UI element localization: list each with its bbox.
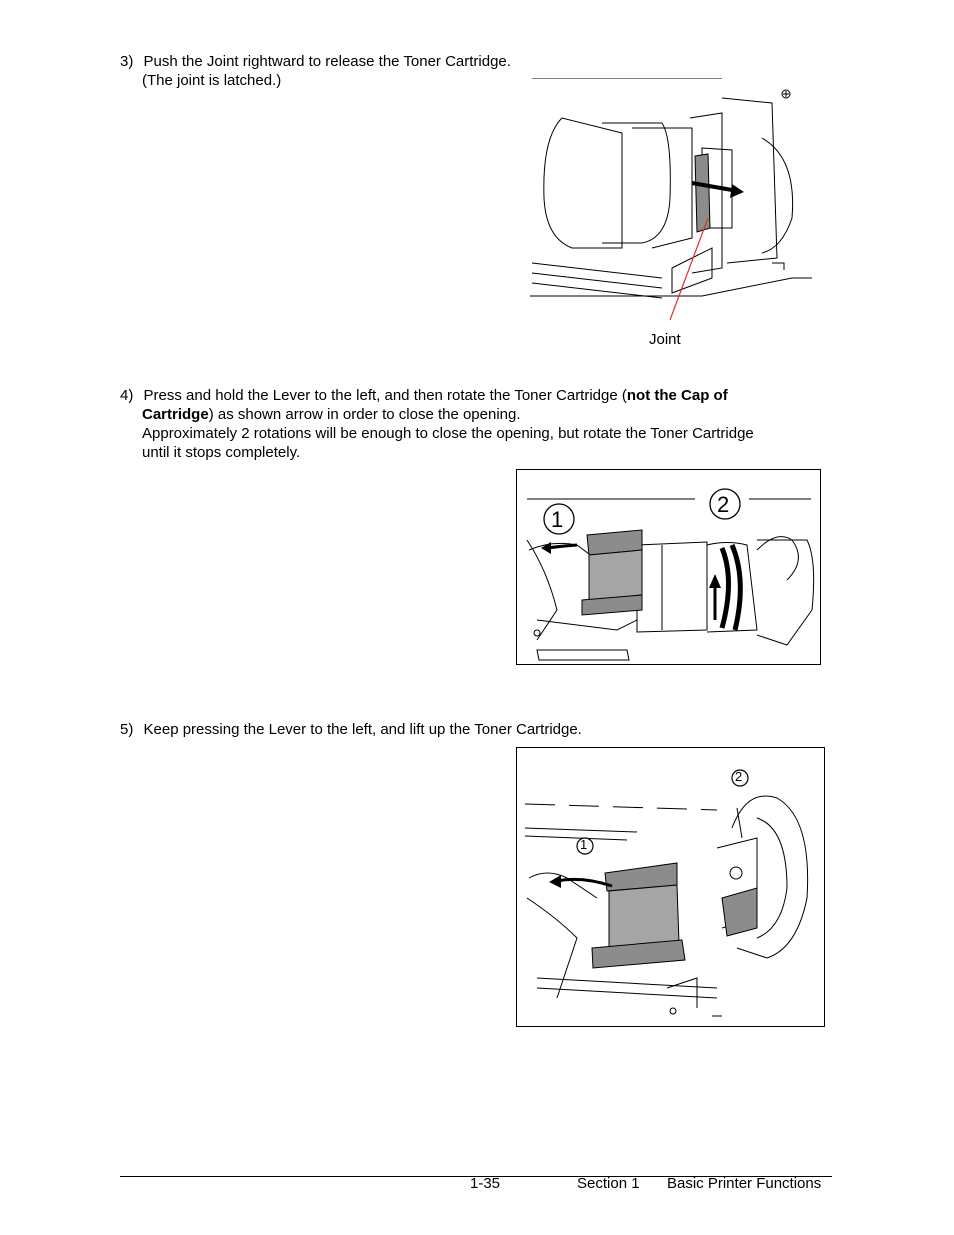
step-text: Keep pressing the Lever to the left, and… [143, 721, 582, 738]
step-3-note: (The joint is latched.) [142, 72, 282, 89]
step-text-bold-2: Cartridge [142, 406, 209, 423]
step-3: 3) Push the Joint rightward to release t… [120, 52, 511, 71]
step-text-pre: Press and hold the Lever to the left, an… [143, 387, 627, 404]
step-4: 4) Press and hold the Lever to the left,… [120, 386, 728, 405]
step-5: 5) Keep pressing the Lever to the left, … [120, 720, 582, 739]
figure-joint: Joint [522, 78, 822, 356]
lift-illustration [524, 769, 809, 1017]
step-4-line4: until it stops completely. [142, 444, 301, 461]
step-number: 5) [120, 721, 134, 738]
step-number: 3) [120, 53, 134, 70]
marker-2: 2 [717, 492, 730, 517]
figure-lift-cartridge: 2 1 [516, 747, 825, 1027]
page-number: 1-35 [470, 1175, 501, 1192]
joint-illustration [530, 78, 812, 321]
footer-title: Basic Printer Functions [667, 1175, 822, 1192]
step-number: 4) [120, 387, 134, 404]
step-text-post: ) as shown arrow in order to close the o… [208, 406, 521, 423]
marker-1: 1 [551, 507, 564, 532]
figure-rotate-cartridge: 1 2 [516, 469, 821, 665]
footer-section: Section 1 [577, 1175, 640, 1192]
step-4-line3: Approximately 2 rotations will be enough… [142, 425, 754, 442]
footer-rule [120, 1176, 832, 1177]
step-text: Push the Joint rightward to release the … [143, 53, 511, 70]
marker-1: 1 [580, 837, 588, 852]
step-text-bold: not the Cap of [626, 387, 728, 404]
joint-callout-label: Joint [649, 331, 681, 348]
marker-2: 2 [735, 769, 743, 784]
step-4-line2: Cartridge) as shown arrow in order to cl… [142, 405, 521, 424]
rotate-illustration [526, 488, 815, 661]
